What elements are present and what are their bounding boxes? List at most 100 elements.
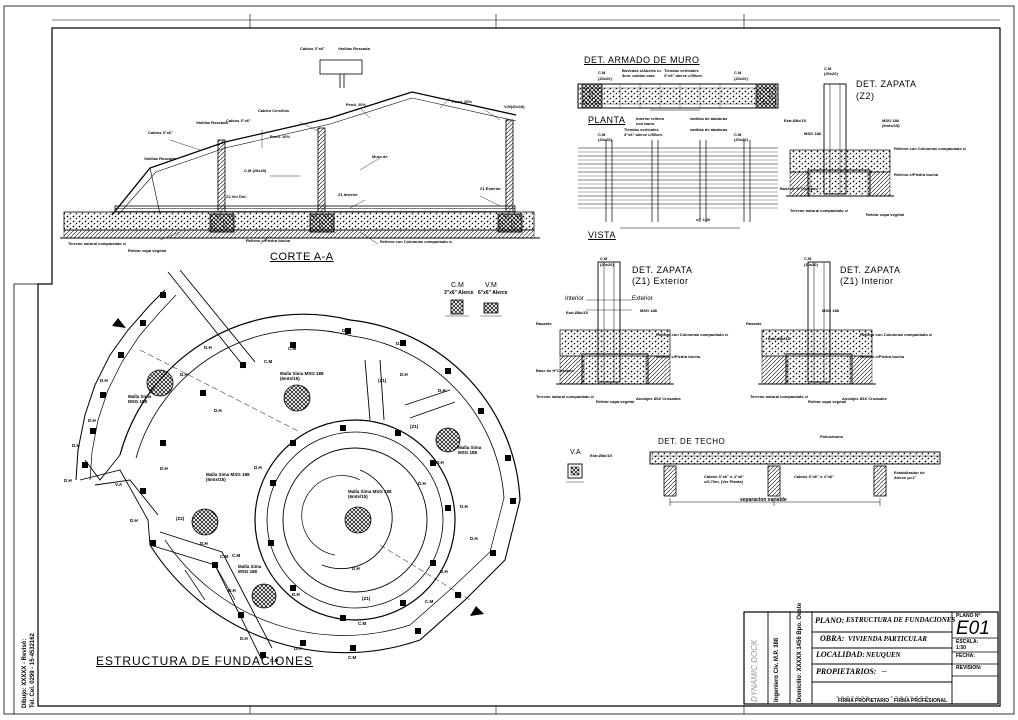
svg-text:con barro: con barro	[636, 121, 655, 126]
svg-text:MSG 188: MSG 188	[822, 308, 840, 313]
svg-text:C.M: C.M	[598, 70, 606, 75]
svg-text:Relleno c/Piedra bocha: Relleno c/Piedra bocha	[656, 354, 701, 359]
section-subtitle-zapata-z2: (Z2)	[856, 91, 875, 101]
svg-text:(20x20): (20x20)	[598, 137, 612, 142]
svg-text:Z1 Interior: Z1 Interior	[338, 192, 358, 197]
plano-number-label: PLANO N°	[956, 613, 981, 619]
engineer-credential: Ingeniero Civ. M.P. 388	[774, 637, 780, 702]
svg-text:D.H: D.H	[100, 378, 108, 383]
svg-text:Retirar capa vegetal: Retirar capa vegetal	[866, 212, 904, 217]
section-annotations: Cabios 3"x6" Varillas Roscada Cables Cer…	[68, 46, 525, 253]
svg-text:Relleno con Columnas compactad: Relleno con Columnas compactado c/	[656, 332, 729, 337]
svg-text:Cabios 3"x6" ó 4"x6": Cabios 3"x6" ó 4"x6"	[704, 474, 744, 479]
svg-text:C.M: C.M	[598, 132, 606, 137]
svg-text:(Z1): (Z1)	[362, 596, 371, 601]
va-label: V.A	[570, 449, 581, 456]
svg-text:D.H: D.H	[436, 460, 444, 465]
section-title-vista: VISTA	[588, 230, 616, 240]
svg-text:Malla Sima: Malla Sima	[128, 394, 152, 399]
localidad-label: LOCALIDAD:	[816, 650, 865, 659]
svg-text:Base de H°Ciclopeo: Base de H°Ciclopeo	[780, 186, 818, 191]
section-title-zapata-z2: DET. ZAPATA	[856, 79, 917, 89]
side-note-1: Dibujo: XXXXX - Revisó:	[22, 638, 28, 708]
title-block-frame	[743, 611, 999, 705]
mesh-circles	[146, 369, 461, 609]
foundation-plan-drawing	[75, 269, 521, 661]
svg-text:(Z1): (Z1)	[378, 378, 387, 383]
plano-label: PLANO:	[815, 616, 845, 625]
section-title-corte: CORTE A-A	[270, 251, 334, 263]
svg-text:MSG 188: MSG 188	[640, 308, 658, 313]
svg-text:Retirar capa vegetal: Retirar capa vegetal	[128, 248, 166, 253]
svg-text:D.H: D.H	[240, 636, 248, 641]
legend-vm-desc: 6"x6" Alerce	[478, 290, 508, 296]
svg-text:Interior relleno: Interior relleno	[636, 116, 665, 121]
svg-text:D.H: D.H	[470, 536, 478, 541]
localidad-value: NEUQUEN	[866, 651, 901, 659]
svg-text:Estr.Ø8c/15: Estr.Ø8c/15	[768, 336, 791, 341]
section-title-planta: PLANTA	[588, 115, 626, 125]
stamp-watermark: DYNAMIC DOCK	[750, 639, 759, 702]
svg-text:Malla Sima MSG 188: Malla Sima MSG 188	[348, 489, 392, 494]
svg-text:D.H: D.H	[204, 345, 212, 350]
svg-text:D.H: D.H	[200, 541, 208, 546]
svg-text:(20x20): (20x20)	[598, 76, 612, 81]
svg-text:Tiendas verticales: Tiendas verticales	[664, 68, 699, 73]
interior-label: Interior	[565, 296, 584, 302]
svg-text:Anclajes Ø16 Crusados: Anclajes Ø16 Crusados	[842, 396, 887, 401]
side-note-2: Tel. Cel. 0299 - 15-4532162	[30, 633, 36, 708]
svg-text:Estr.Ø8c/15: Estr.Ø8c/15	[566, 310, 589, 315]
svg-text:MSG 188: MSG 188	[238, 569, 258, 574]
section-subtitle-zapata-int: (Z1) Interior	[840, 276, 894, 286]
svg-text:Relleno con Columnas compactad: Relleno con Columnas compactado c/	[894, 146, 967, 151]
footing-z1-exterior-drawing	[556, 261, 674, 385]
svg-text:c/0,70m. (Ver Planta): c/0,70m. (Ver Planta)	[704, 479, 744, 484]
svg-text:D.H: D.H	[72, 443, 80, 448]
svg-text:Base de H°Ciclopeo: Base de H°Ciclopeo	[536, 368, 574, 373]
plano-number: E01	[956, 618, 990, 639]
svg-text:Z2 Ver Det.: Z2 Ver Det.	[226, 194, 247, 199]
svg-text:3cm. unidas cara: 3cm. unidas cara	[622, 73, 655, 78]
svg-text:Estr.Ø8c/15: Estr.Ø8c/15	[590, 453, 613, 458]
plan-column-blocks	[82, 292, 516, 658]
svg-text:Cabios 3"x6": Cabios 3"x6"	[300, 46, 325, 51]
svg-text:C.M: C.M	[232, 553, 241, 558]
svg-text:D.H: D.H	[440, 569, 448, 574]
svg-text:Malla Sima MSG 188: Malla Sima MSG 188	[280, 371, 324, 376]
svg-text:C.M: C.M	[358, 621, 367, 626]
escala-value: 1:50	[956, 645, 967, 651]
section-title-zapata-int: DET. ZAPATA	[840, 265, 901, 275]
svg-text:D.H: D.H	[396, 341, 404, 346]
revision-label: REVISION:	[956, 665, 982, 671]
svg-text:D.H: D.H	[88, 418, 96, 423]
svg-text:Relleno c/Piedra bocha: Relleno c/Piedra bocha	[246, 238, 291, 243]
svg-text:Terreno natural compactado c/: Terreno natural compactado c/	[790, 208, 849, 213]
svg-text:Varillas Roscada: Varillas Roscada	[338, 46, 371, 51]
svg-text:Estabilizador de: Estabilizador de	[894, 470, 925, 475]
escala-label: ESCALA:	[956, 639, 979, 645]
section-subtitle-zapata-ext: (Z1) Exterior	[632, 276, 689, 286]
svg-text:D.H: D.H	[400, 372, 408, 377]
svg-text:C.M: C.M	[600, 256, 608, 261]
section-cut-drawing	[60, 59, 540, 245]
svg-text:C.M: C.M	[804, 256, 812, 261]
svg-text:Terreno natural compactado c/: Terreno natural compactado c/	[536, 394, 595, 399]
propietarios-value: --	[882, 667, 887, 675]
svg-text:V.M(20x18): V.M(20x18)	[504, 104, 525, 109]
svg-text:Malla Sima MSG 188: Malla Sima MSG 188	[206, 472, 250, 477]
firma-profesional: FIRMA PROFESIONAL	[894, 698, 948, 704]
svg-text:(6mts/15): (6mts/15)	[348, 494, 368, 499]
plan-annotations: D.HC.MD.H D.HD.HD.H C.MD.HD.H D.HD.HD.H …	[64, 328, 482, 663]
svg-text:Tiendas verticales: Tiendas verticales	[624, 127, 659, 132]
svg-text:Cables Cercillos: Cables Cercillos	[258, 108, 290, 113]
svg-text:Muro de: Muro de	[372, 154, 388, 159]
svg-text:Z1 Exterior: Z1 Exterior	[480, 186, 501, 191]
wall-elevation-drawing	[578, 140, 778, 229]
svg-text:Relleno c/Piedra bocha: Relleno c/Piedra bocha	[894, 172, 939, 177]
svg-text:C.M: C.M	[264, 359, 273, 364]
svg-text:D.H: D.H	[228, 588, 236, 593]
svg-text:Policarbono: Policarbono	[820, 434, 844, 439]
va-detail	[566, 463, 584, 483]
svg-text:MSG 188: MSG 188	[458, 450, 478, 455]
footing-z2-drawing	[786, 83, 894, 197]
